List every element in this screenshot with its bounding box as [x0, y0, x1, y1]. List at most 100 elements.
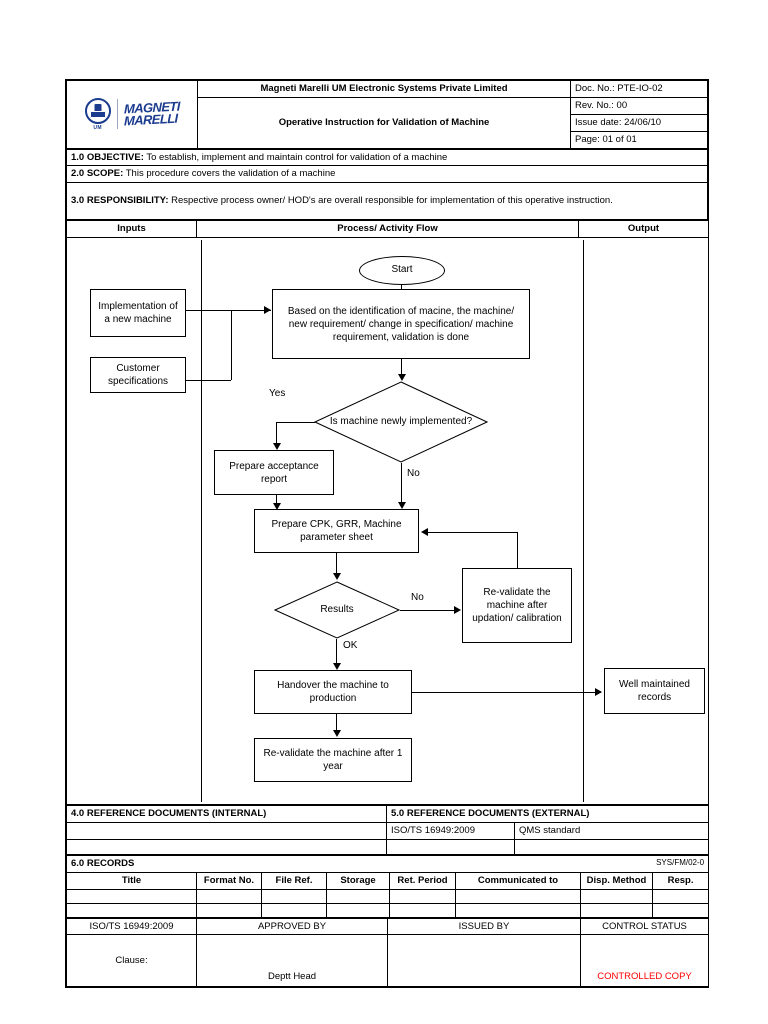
arrow-feedback-to-cpk [421, 528, 428, 536]
flow-decision-results: Results [274, 581, 400, 639]
records-col-storage: Storage [326, 871, 390, 890]
flow-label-yes: Yes [269, 388, 286, 399]
records-cell [651, 888, 710, 904]
records-cell [261, 902, 327, 918]
objective-text: To establish, implement and maintain con… [143, 151, 448, 163]
flow-box-acceptance-report-label: Prepare acceptance report [229, 460, 319, 485]
flow-canvas-row: Start Implementation of a new machine Cu… [66, 237, 709, 805]
document-page: UM MAGNETI MARELLI Magneti Marelli UM El… [65, 79, 710, 989]
arrow-cpk-to-results [333, 573, 341, 580]
flow-decision-newly-implemented: Is machine newly implemented? [314, 381, 488, 463]
approval-clause-cell: Clause: [66, 934, 197, 988]
flow-process-identification: Based on the identification of macine, t… [272, 289, 530, 359]
conn-yes-vertical [276, 422, 277, 447]
reference-external-desc-1: QMS standard [514, 821, 709, 840]
flow-box-acceptance-report: Prepare acceptance report [214, 450, 334, 495]
approval-approved-by-cell: Deptt Head [196, 934, 388, 988]
responsibility-row: 3.0 RESPONSIBILITY: Respective process o… [66, 182, 708, 221]
flow-box-revalidate-year: Re-validate the machine after 1 year [254, 738, 412, 782]
records-cell [455, 902, 581, 918]
flow-input-new-machine: Implementation of a new machine [90, 289, 186, 337]
flow-input-customer-spec-label: Customer specifications [107, 363, 169, 387]
flow-start-oval: Start [359, 256, 445, 285]
records-cell [580, 902, 653, 918]
flow-box-cpk-grr-label: Prepare CPK, GRR, Machine parameter shee… [271, 519, 402, 543]
conn-newmachine-right [186, 310, 271, 311]
wordmark-line-2: MARELLI [123, 110, 178, 129]
records-header-row: Title Format No. File Ref. Storage Ret. … [66, 871, 710, 890]
flowchart-canvas: Start Implementation of a new machine Cu… [71, 240, 713, 802]
responsibility-label: 3.0 RESPONSIBILITY: [71, 195, 169, 207]
records-cell [455, 888, 581, 904]
records-col-disp-method: Disp. Method [580, 871, 653, 890]
magneti-marelli-wordmark: MAGNETI MARELLI [123, 99, 180, 129]
conn-handover-to-output [412, 692, 601, 693]
conn-inputs-merge-vertical [231, 310, 232, 380]
document-header-table: UM MAGNETI MARELLI Magneti Marelli UM El… [66, 80, 708, 149]
reference-external-head: 5.0 REFERENCE DOCUMENTS (EXTERNAL) [386, 805, 709, 823]
records-cell [196, 902, 262, 918]
flow-input-customer-spec: Customer specifications [90, 357, 186, 393]
arrow-handover-to-output [595, 688, 602, 696]
reference-row-1: ISO/TS 16949:2009 QMS standard [66, 821, 709, 840]
arrow-acceptance-to-cpk [273, 503, 281, 510]
records-col-file-ref: File Ref. [261, 871, 327, 890]
reference-internal-cell-1 [66, 821, 387, 840]
records-col-resp: Resp. [651, 871, 710, 890]
records-cell [66, 888, 197, 904]
records-cell [651, 902, 710, 918]
approval-issued-by-cell [387, 934, 581, 988]
objective-row: 1.0 OBJECTIVE: To establish, implement a… [66, 148, 708, 167]
flow-column-headers: Inputs Process/ Activity Flow Output [66, 220, 709, 238]
conn-cpk-to-results [336, 553, 337, 577]
column-header-output: Output [578, 220, 709, 238]
approved-by-name: Deptt Head [267, 970, 317, 982]
header-row-4: Page: 01 of 01 [67, 130, 708, 149]
conn-no2-horizontal [400, 610, 457, 611]
conn-ok-vertical [336, 639, 337, 666]
records-col-title: Title [66, 871, 197, 890]
um-emblem-label: UM [93, 124, 102, 131]
arrow-handover-to-revalidate-year [333, 730, 341, 737]
reference-external-standard-1: ISO/TS 16949:2009 [386, 821, 515, 840]
reference-internal-cell-2 [66, 838, 387, 855]
reference-external-desc-2 [514, 838, 709, 855]
clauses-table: 1.0 OBJECTIVE: To establish, implement a… [66, 148, 708, 221]
header-row-2: Operative Instruction for Validation of … [67, 96, 708, 149]
conn-no1-vertical [401, 463, 402, 505]
conn-yes-horizontal [276, 422, 315, 423]
conn-handover-to-revalidate-year [336, 714, 337, 734]
control-status-badge: CONTROLLED COPY [597, 970, 692, 982]
flow-box-handover-label: Handover the machine to production [277, 680, 389, 704]
conn-acceptance-to-cpk [276, 495, 277, 507]
document-title: Operative Instruction for Validation of … [197, 96, 571, 149]
doc-no: Doc. No.: PTE-IO-02 [570, 80, 708, 98]
records-cell [389, 888, 456, 904]
responsibility-text: Respective process owner/ HOD's are over… [168, 195, 613, 207]
records-data-row [66, 888, 710, 904]
approval-col-iso: ISO/TS 16949:2009 [66, 917, 197, 936]
approval-col-control-status: CONTROL STATUS [580, 917, 709, 936]
arrow-yes-to-acceptance [273, 443, 281, 450]
arrow-no1-to-cpk [398, 502, 406, 509]
column-header-inputs: Inputs [66, 220, 197, 238]
flow-box-handover: Handover the machine to production [254, 670, 412, 714]
divider-process-output [583, 240, 584, 802]
records-col-format-no: Format No. [196, 871, 262, 890]
conn-feedback-horizontal [428, 532, 517, 533]
company-name: Magneti Marelli UM Electronic Systems Pr… [197, 80, 571, 98]
reference-heads-row: 4.0 REFERENCE DOCUMENTS (INTERNAL) 5.0 R… [66, 805, 709, 823]
records-cell [66, 902, 197, 918]
records-title: 6.0 RECORDS [71, 857, 135, 869]
records-title-row: 6.0 RECORDS SYS/FM/02-0 [65, 854, 710, 873]
records-cell [196, 888, 262, 904]
reference-external-standard-2 [386, 838, 515, 855]
page-number: Page: 01 of 01 [570, 130, 708, 149]
conn-process-to-decision1 [401, 359, 402, 377]
records-table: 6.0 RECORDS SYS/FM/02-0 Title Format No.… [65, 854, 710, 918]
flow-output-records-label: Well maintained records [619, 679, 690, 703]
arrow-inputs-to-process [264, 306, 271, 314]
records-cell [389, 902, 456, 918]
records-col-communicated-to: Communicated to [455, 871, 581, 890]
reference-internal-head: 4.0 REFERENCE DOCUMENTS (INTERNAL) [66, 805, 387, 823]
